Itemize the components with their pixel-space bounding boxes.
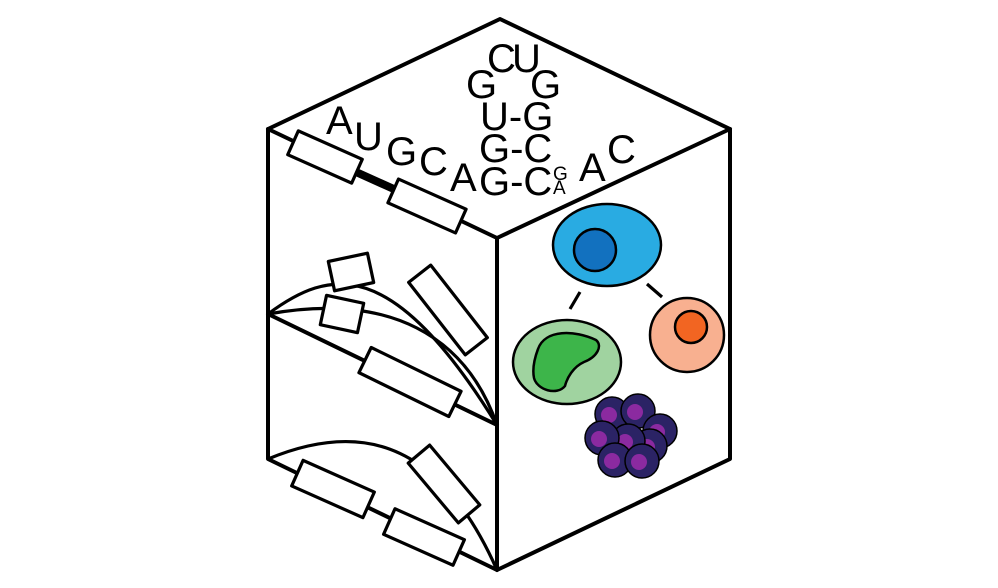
lower-block-1 bbox=[290, 458, 376, 520]
cube-right-edges bbox=[495, 127, 732, 572]
cell-cluster bbox=[584, 393, 678, 479]
cluster-cell-nucleus bbox=[631, 454, 647, 470]
block-linker bbox=[354, 168, 398, 194]
upper-block-2 bbox=[318, 293, 366, 335]
upper-arc-outer bbox=[266, 282, 499, 427]
cluster-cell-nucleus bbox=[604, 453, 620, 469]
rna-3prime-c: C bbox=[607, 128, 636, 172]
lower-arc bbox=[266, 439, 499, 572]
stem-cell bbox=[551, 202, 663, 288]
lower-block-3 bbox=[381, 507, 467, 567]
myeloid-cell bbox=[511, 318, 623, 406]
cluster-cell-nucleus bbox=[627, 404, 643, 420]
lymphoid-cell-nucleus bbox=[673, 309, 709, 345]
lineage-line-right bbox=[645, 282, 664, 299]
rna-bulge-g: G bbox=[553, 164, 568, 185]
cluster-cell-nucleus bbox=[591, 431, 607, 447]
lineage-line-left bbox=[568, 291, 582, 310]
rna-loop-u: U bbox=[512, 37, 541, 81]
block-right bbox=[386, 177, 468, 235]
upper-arc-inner bbox=[266, 306, 499, 427]
rna-loop-g-left: G bbox=[466, 63, 497, 107]
rna-loop-g-right: G bbox=[530, 63, 561, 107]
cube-left-edges bbox=[266, 127, 499, 572]
lower-block-2 bbox=[406, 443, 482, 525]
rna-stem-pair-2: G-C bbox=[479, 127, 552, 171]
rna-bulge-a: A bbox=[553, 178, 566, 199]
upper-block-4 bbox=[357, 345, 463, 419]
block-left bbox=[286, 129, 364, 185]
cluster-cell bbox=[597, 442, 633, 478]
stem-cell-nucleus bbox=[572, 227, 618, 273]
upper-block-1 bbox=[326, 251, 376, 293]
upper-block-3 bbox=[407, 263, 489, 357]
upper-arcs bbox=[266, 251, 499, 427]
cube-outline bbox=[266, 17, 732, 572]
rna-stem-pair-1: U-G bbox=[480, 95, 553, 139]
rna-5prime-c: C bbox=[419, 140, 448, 184]
cluster-cell-nucleus bbox=[601, 407, 617, 423]
rna-stem-pair-3: G-C bbox=[479, 160, 552, 204]
cluster-cell bbox=[624, 443, 660, 479]
linked-blocks bbox=[286, 129, 468, 235]
cell-lineage bbox=[511, 202, 726, 479]
rna-5prime-g: G bbox=[386, 130, 417, 174]
lower-arcs bbox=[266, 439, 499, 572]
lymphoid-cell bbox=[648, 296, 726, 374]
rna-5prime-a2: A bbox=[450, 156, 477, 200]
rna-3prime-a: A bbox=[579, 146, 606, 190]
rna-loop-c: C bbox=[487, 37, 516, 81]
rna-hairpin: C U G G U-G G-C G-C A U G C A G A A C bbox=[326, 37, 636, 204]
rna-5prime-a: A bbox=[326, 99, 353, 143]
rna-5prime-u: U bbox=[354, 115, 383, 159]
myeloid-cell-nucleus bbox=[532, 331, 601, 393]
